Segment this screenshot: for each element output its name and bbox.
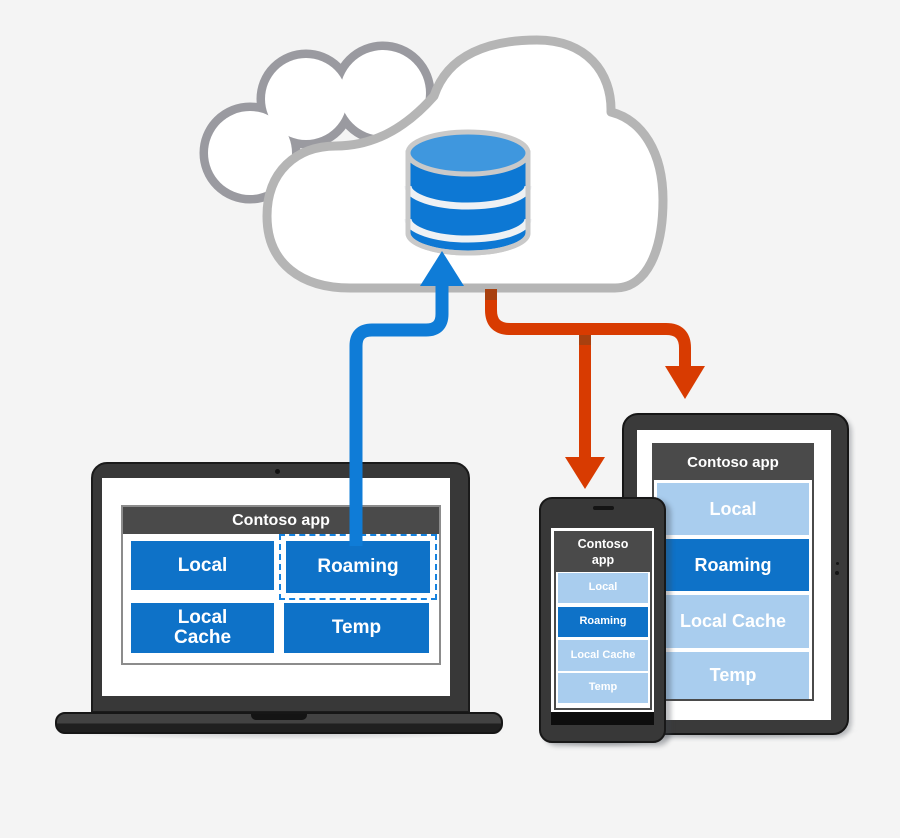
laptop-app-title-bar: Contoso app (123, 507, 439, 534)
phone-app-title-bar: Contoso app (556, 533, 650, 572)
tablet-app-title: Contoso app (687, 454, 779, 471)
laptop-storage-box-local-cache: Local Cache (131, 603, 274, 653)
tablet-camera-dots-icon (836, 562, 839, 565)
phone: Contoso app Local Roaming Local Cache Te… (539, 497, 666, 743)
laptop-storage-box-roaming: Roaming (286, 541, 430, 593)
phone-storage-box-local: Local (558, 573, 648, 603)
laptop-app-window: Contoso app Local Roaming Local Cache Te… (121, 505, 441, 665)
laptop-base (55, 712, 503, 734)
tablet-app-window: Contoso app Local Roaming Local Cache Te… (652, 443, 814, 701)
tablet-camera-dots-icon (835, 571, 839, 575)
tablet-storage-box-temp: Temp (657, 652, 809, 699)
phone-app-title: Contoso app (577, 536, 629, 567)
laptop-storage-box-local: Local (131, 541, 274, 590)
laptop-hinge-notch (251, 714, 307, 720)
download-arrow-icon (485, 289, 705, 489)
laptop-display: Contoso app Local Roaming Local Cache Te… (102, 478, 450, 696)
tablet-storage-box-local: Local (657, 483, 809, 535)
tablet-storage-box-local-cache: Local Cache (657, 595, 809, 648)
phone-app-window: Contoso app Local Roaming Local Cache Te… (554, 531, 652, 710)
database-icon (404, 129, 532, 256)
tablet-storage-box-roaming: Roaming (657, 539, 809, 591)
phone-speaker-icon (593, 506, 614, 510)
webcam-icon (275, 469, 280, 474)
tablet-app-title-bar: Contoso app (654, 445, 812, 480)
phone-storage-box-roaming: Roaming (558, 607, 648, 637)
roaming-selection-outline: Roaming (279, 534, 437, 600)
phone-storage-box-local-cache: Local Cache (558, 640, 648, 671)
phone-nav-bar (551, 712, 654, 725)
phone-storage-box-temp: Temp (558, 673, 648, 703)
laptop-storage-box-temp: Temp (284, 603, 429, 653)
laptop: Contoso app Local Roaming Local Cache Te… (91, 462, 470, 713)
laptop-app-title: Contoso app (232, 511, 330, 529)
